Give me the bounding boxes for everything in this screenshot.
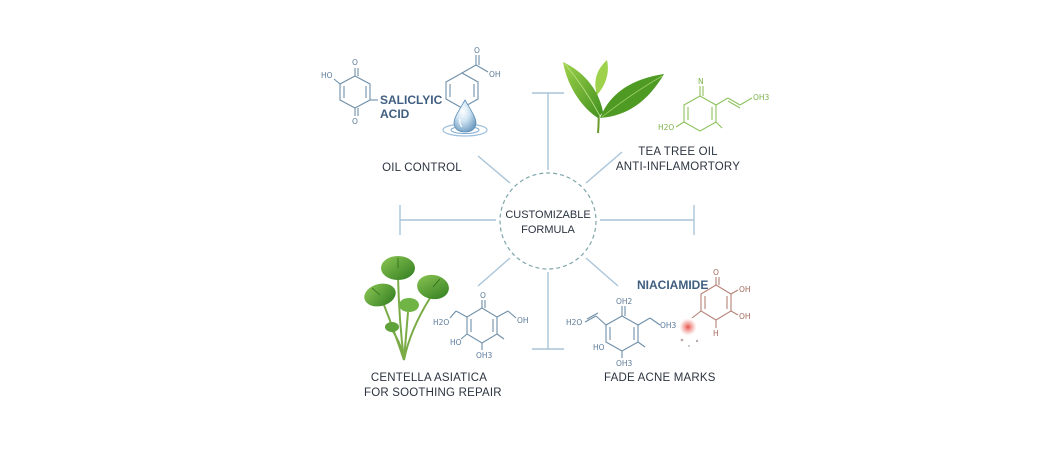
centella-molecule bbox=[449, 300, 517, 350]
connector-bottom-right bbox=[585, 257, 619, 287]
atom-label: OH3 bbox=[476, 351, 493, 360]
connector-bottom-left bbox=[477, 257, 511, 287]
atom-label: HO bbox=[321, 71, 333, 80]
atom-label: O bbox=[352, 58, 358, 67]
atom-label: OH bbox=[489, 70, 501, 79]
niacinamide-text: NIACIAMIDE bbox=[637, 278, 709, 292]
atom-label: N bbox=[698, 77, 704, 86]
connector-top-right bbox=[585, 151, 623, 184]
tea-tree-label: TEA TREE OIL ANTI-INFLAMORTORY bbox=[614, 145, 742, 175]
tea-leaf-icon bbox=[563, 60, 664, 134]
salicylic-line1: SALICLYIC bbox=[380, 93, 443, 107]
atom-label: OH3 bbox=[753, 93, 770, 102]
atom-label: O bbox=[713, 268, 719, 277]
salicylic-molecule-right bbox=[445, 55, 489, 109]
centella-plant-icon bbox=[364, 256, 449, 361]
niacinamide-molecule bbox=[691, 277, 739, 328]
fade-acne-molecule bbox=[584, 306, 661, 358]
atom-label: O bbox=[474, 46, 480, 55]
centella-line1: CENTELLA ASIATICA bbox=[370, 372, 488, 384]
center-circle bbox=[499, 172, 597, 270]
tea-tree-molecule bbox=[675, 86, 753, 132]
tea-tree-line1: TEA TREE OIL bbox=[638, 146, 718, 158]
atom-label: OH3 bbox=[616, 359, 633, 368]
tea-tree-line2: ANTI-INFLAMORTORY bbox=[615, 161, 741, 173]
oil-control-text: OIL CONTROL bbox=[382, 162, 462, 174]
atom-label: OH bbox=[739, 285, 751, 294]
atom-label: OH2 bbox=[616, 297, 633, 306]
atom-label: OH3 bbox=[660, 321, 677, 330]
centella-line2: FOR SOOTHING REPAIR bbox=[364, 387, 502, 399]
atom-label: H bbox=[713, 329, 719, 338]
atom-label: O bbox=[480, 291, 486, 300]
niacinamide-title: NIACIAMIDE bbox=[637, 278, 708, 292]
water-drop-icon bbox=[442, 99, 488, 137]
oil-control-label: OIL CONTROL bbox=[378, 161, 466, 176]
fade-acne-text: FADE ACNE MARKS bbox=[604, 372, 716, 384]
atom-label: HO bbox=[450, 338, 462, 347]
salicylic-acid-title: SALICLYIC ACID bbox=[380, 93, 442, 121]
center-label-line2: FORMULA bbox=[521, 224, 575, 236]
centella-label: CENTELLA ASIATICA FOR SOOTHING REPAIR bbox=[364, 371, 502, 401]
atom-label: H2O bbox=[566, 318, 583, 327]
acne-spot-icon bbox=[679, 318, 699, 347]
atom-label: OH bbox=[517, 316, 529, 325]
atom-label: HO bbox=[593, 343, 605, 352]
connector-top-left bbox=[477, 155, 511, 184]
atom-label: H2O bbox=[433, 318, 450, 327]
fade-acne-label: FADE ACNE MARKS bbox=[604, 371, 716, 386]
center-label: CUSTOMIZABLE FORMULA bbox=[498, 208, 598, 238]
atom-label: O bbox=[352, 117, 358, 126]
atom-label: H2O bbox=[658, 123, 675, 132]
salicylic-line2: ACID bbox=[380, 107, 410, 121]
atom-label: OH bbox=[739, 312, 751, 321]
connectors bbox=[399, 92, 695, 350]
center-label-line1: CUSTOMIZABLE bbox=[505, 209, 591, 221]
salicylic-molecule-left bbox=[333, 68, 378, 116]
